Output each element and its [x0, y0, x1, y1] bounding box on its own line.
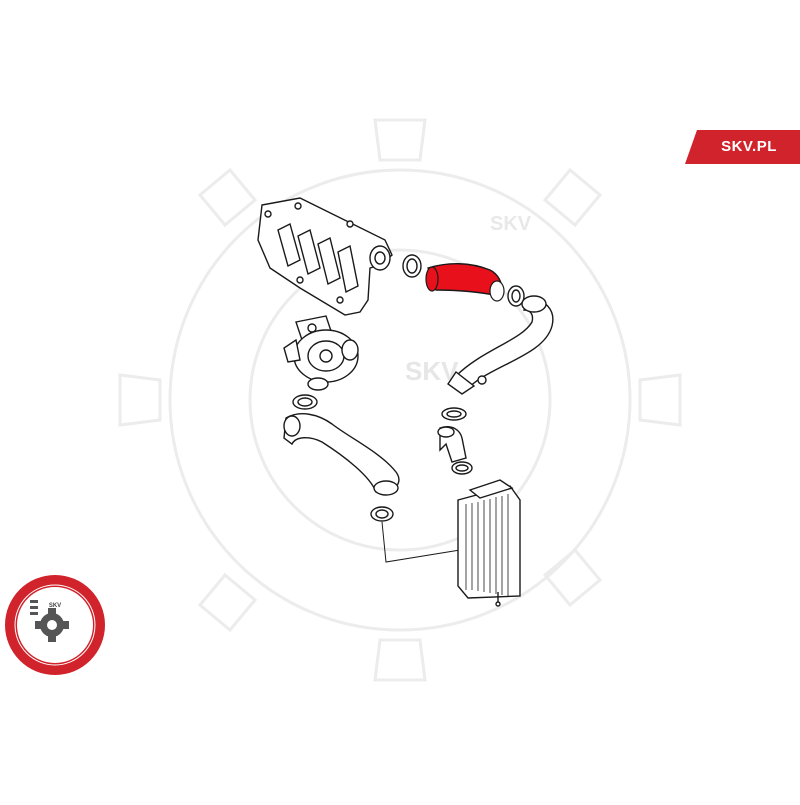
hose-clamp-manifold: [402, 254, 422, 278]
quality-seal: SKV: [0, 570, 110, 680]
turbo-outlet-hose: [283, 413, 400, 496]
intercooler: [457, 479, 521, 607]
hose-clamp-upper: [507, 285, 525, 307]
hose-clamp-mid: [441, 407, 467, 421]
intake-manifold: [257, 197, 393, 316]
watermark-text-1: SKV: [490, 213, 532, 235]
brand-text: SKV.PL: [721, 138, 777, 155]
brand-badge[interactable]: SKV.PL: [685, 130, 800, 164]
seal-graphic: [5, 575, 105, 675]
charge-air-hose-lower-right: [437, 426, 467, 463]
hose-clamp-lower-right: [451, 461, 473, 475]
hose-clamp-bottom: [370, 506, 394, 522]
charge-air-hose-highlighted: [425, 263, 505, 302]
seal-center-text: SKV: [48, 603, 62, 609]
leader-line: [381, 521, 461, 563]
turbocharger: [283, 315, 359, 391]
badge-shape: [685, 130, 800, 164]
hose-clamp-turbo: [292, 394, 318, 410]
watermark-gear: [118, 118, 682, 682]
charge-air-pipe-upper: [447, 295, 554, 395]
